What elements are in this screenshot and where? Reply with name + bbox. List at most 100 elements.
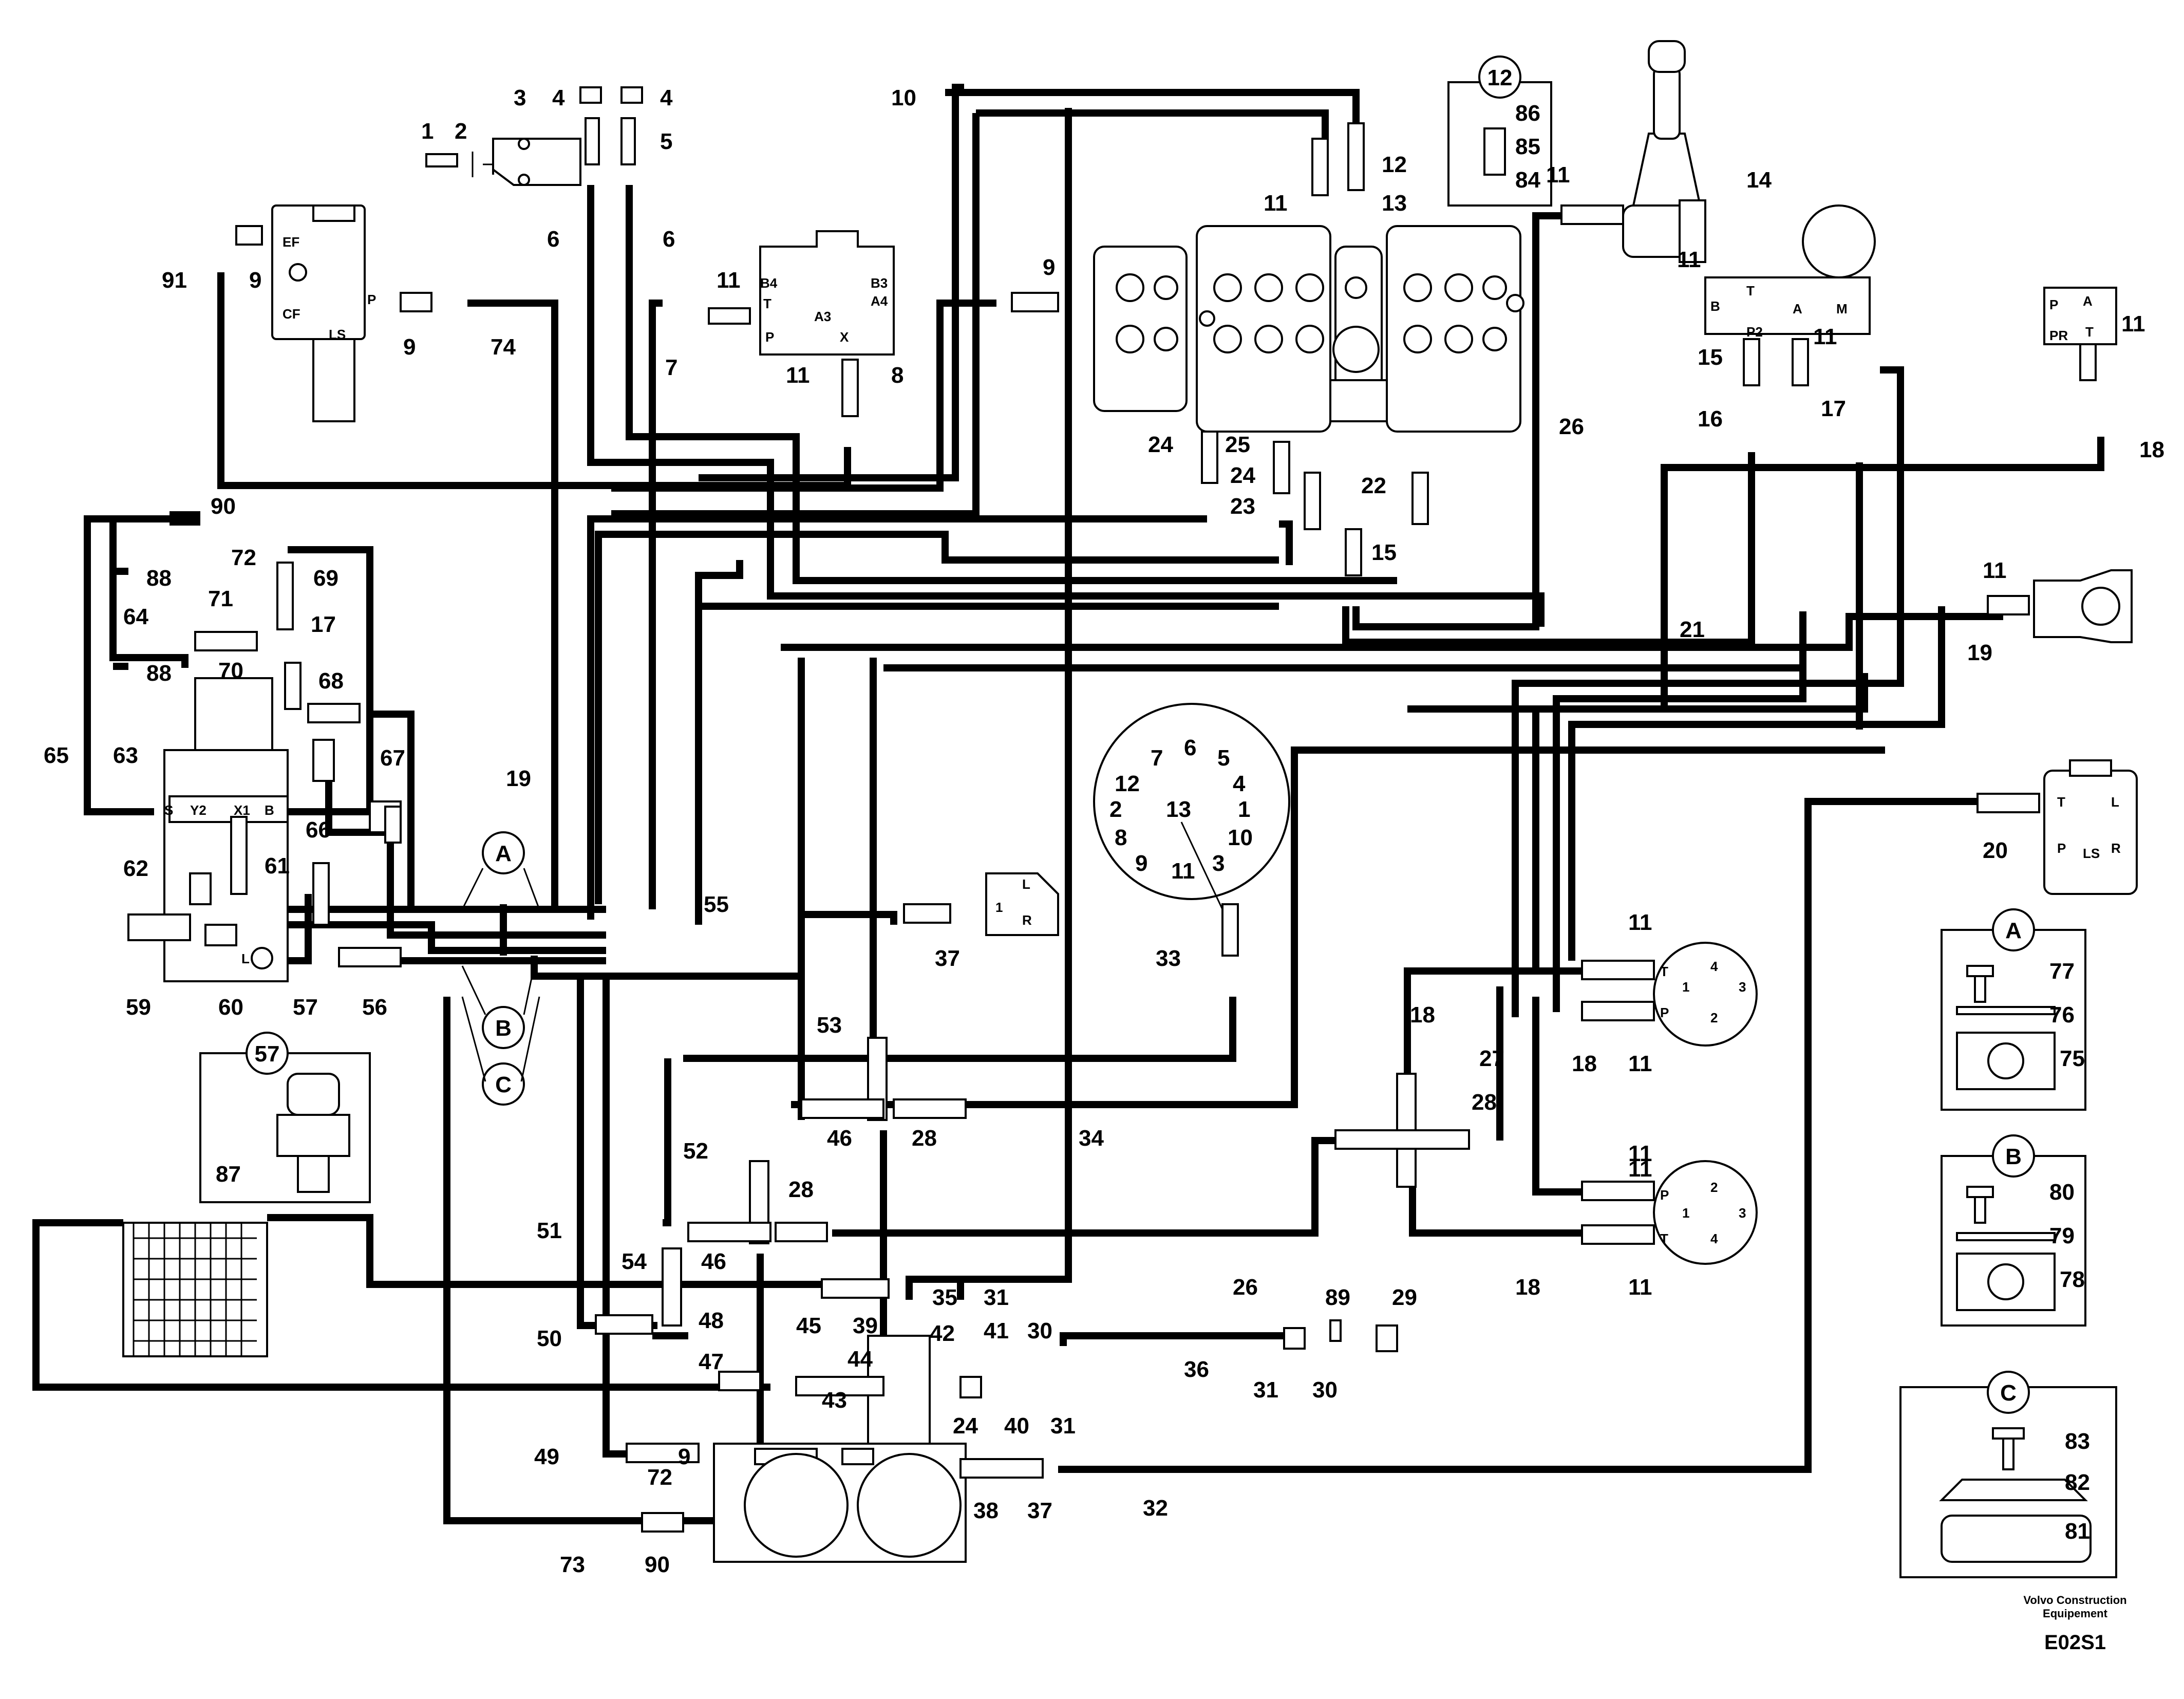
callout-90-low: 90: [645, 1552, 670, 1577]
callout-26-low: 26: [1233, 1275, 1258, 1300]
callout-62: 62: [123, 856, 148, 881]
oil-cooler: [122, 1222, 268, 1357]
callout-26: 26: [1559, 414, 1584, 439]
dial-13: 13: [1166, 797, 1191, 822]
callout-30-a: 30: [1027, 1318, 1052, 1343]
callout-38: 38: [973, 1498, 999, 1523]
callout-21: 21: [1680, 617, 1705, 642]
port-pedal-a: A: [1793, 301, 1802, 316]
hose-26-lower: [832, 1137, 1335, 1237]
hose-8b: [611, 113, 980, 517]
callout-8: 8: [891, 363, 903, 388]
hose-60: [241, 921, 606, 954]
port-o-r: R: [2111, 841, 2121, 856]
detail-a-id: A: [2005, 918, 2022, 943]
callout-numbers: 1 2 3 4 4 5 6 6 91 9 9 74 10 11 12 13 11…: [44, 85, 2164, 1577]
callout-23: 23: [1230, 494, 1255, 519]
pilot-valve-block: B4 T P A3 X B3 A4: [759, 230, 895, 356]
hose-19: [595, 531, 1279, 904]
fittings: [113, 86, 2097, 1533]
hose-10b: [945, 89, 1360, 123]
port-pedal-p2: P2: [1746, 324, 1763, 340]
callout-70: 70: [218, 658, 243, 683]
callout-15-valve: 15: [1371, 540, 1397, 565]
callout-10: 10: [891, 85, 916, 110]
callout-90: 90: [211, 494, 236, 519]
port-p2: P: [765, 329, 774, 345]
callout-74: 74: [491, 334, 516, 360]
s2-p: P: [1660, 1187, 1669, 1203]
callout-46-low: 46: [701, 1249, 726, 1274]
callout-9b: 9: [403, 334, 416, 360]
dial-12: 12: [1115, 771, 1140, 796]
callout-11-valve: 11: [1264, 191, 1288, 216]
dial-3: 3: [1212, 851, 1225, 876]
dial-8: 8: [1115, 825, 1127, 850]
port-a4: A4: [871, 293, 888, 309]
callout-11-right: 11: [2121, 311, 2145, 337]
hose-20: [1058, 798, 1978, 1473]
port-y2: Y2: [190, 802, 206, 818]
credit-line-1: Volvo Construction: [2023, 1594, 2126, 1607]
dial-4: 4: [1233, 771, 1246, 796]
callout-43: 43: [822, 1388, 847, 1413]
detail-b-id: B: [2005, 1144, 2022, 1169]
hose-r-6: [791, 746, 1885, 1108]
callout-91: 91: [162, 268, 187, 293]
port-s: S: [164, 802, 173, 818]
hose-10c: [976, 109, 1329, 139]
callout-9-valve: 9: [1043, 255, 1055, 280]
port-p: P: [367, 292, 376, 307]
s1-1: 1: [1682, 979, 1689, 995]
callout-50: 50: [537, 1326, 562, 1351]
callout-29: 29: [1392, 1285, 1417, 1310]
callout-37-motor: 37: [935, 946, 960, 971]
callout-24-low: 24: [953, 1413, 978, 1439]
port-x: X: [840, 329, 849, 345]
joystick: [1622, 40, 1706, 263]
callout-14: 14: [1746, 167, 1772, 193]
detail-b-part-78: 78: [2060, 1267, 2085, 1292]
detail-c-part-83: 83: [2065, 1429, 2090, 1454]
callout-1: 1: [421, 119, 434, 144]
callout-44: 44: [848, 1347, 873, 1372]
hose-lines: [32, 84, 2104, 1524]
callout-66: 66: [306, 817, 331, 843]
bracket-3: [425, 138, 581, 186]
inset-57: 57 87: [199, 1032, 371, 1203]
swivel-dial: 7 6 5 12 4 2 13 1 8 10 9 11 3: [1093, 703, 1290, 910]
port-o-ls: LS: [2083, 846, 2100, 861]
dial-7: 7: [1151, 745, 1163, 771]
clamp-c-label: C: [495, 1072, 512, 1097]
callout-30-b: 30: [1312, 1377, 1338, 1403]
callout-9-low: 9: [678, 1444, 690, 1469]
hose-18-right: [1532, 437, 2104, 971]
steering-cyl-1: T 4 1 3 P 2: [1653, 942, 1758, 1047]
hose-pump-r: [906, 1276, 961, 1300]
pump-unit: [713, 1335, 967, 1563]
inset-12-id: 12: [1488, 65, 1513, 90]
callout-11-s1p: 11: [1628, 1051, 1652, 1076]
priority-valve: EF CF LS P: [271, 204, 376, 422]
inset-12-part-86: 86: [1515, 101, 1540, 126]
callout-32: 32: [1143, 1496, 1168, 1521]
port-r-p: P: [2049, 297, 2058, 312]
inset-12: 12 86 85 84: [1447, 55, 1552, 207]
callout-31-a: 31: [984, 1285, 1009, 1310]
port-r-a: A: [2083, 293, 2093, 309]
callout-18-mid: 18: [1410, 1002, 1435, 1028]
callout-11-s1t: 11: [1628, 910, 1652, 935]
callout-11-pedal2: 11: [1813, 324, 1837, 349]
detail-a-part-76: 76: [2049, 1002, 2075, 1028]
s2-t: T: [1660, 1231, 1668, 1246]
callout-11-brake: 11: [1983, 558, 2007, 583]
port-o-t: T: [2057, 794, 2065, 810]
callout-37-low: 37: [1027, 1498, 1052, 1523]
callout-57: 57: [293, 995, 318, 1020]
hose-9-mid: [587, 515, 1207, 920]
credit-line-2: Equipement: [2043, 1607, 2108, 1620]
hose-34: [957, 108, 1072, 1300]
hose-6a: [587, 185, 1545, 627]
port-pedal-b: B: [1710, 298, 1720, 314]
callout-56: 56: [362, 995, 387, 1020]
